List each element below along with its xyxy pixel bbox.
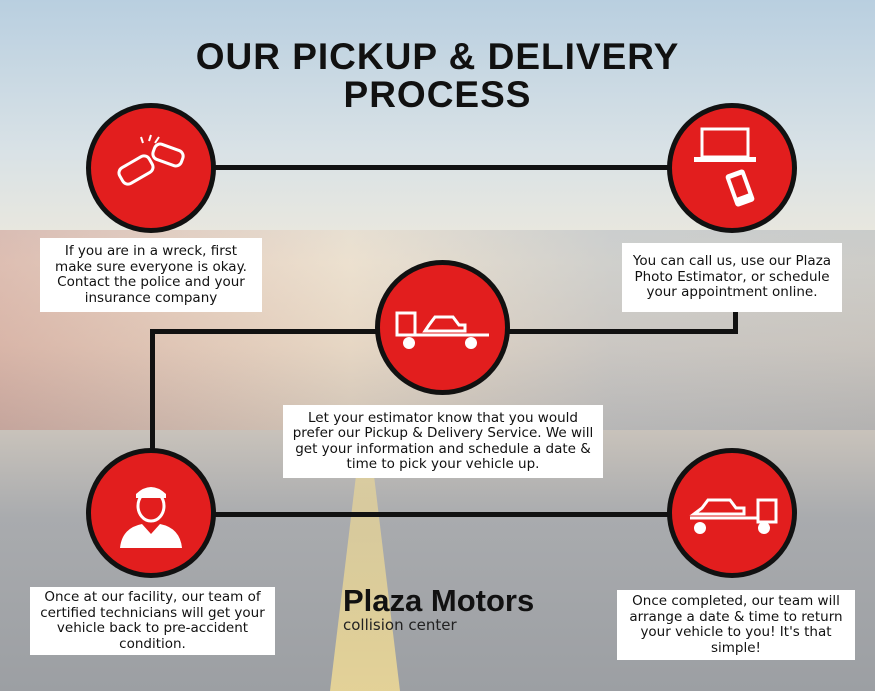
- connector-4-5: [200, 512, 680, 517]
- connector-2-3-horizontal: [500, 329, 738, 334]
- connector-3-4-vertical: [150, 329, 155, 454]
- plaza-motors-logo: Plaza Motors collision center: [343, 583, 535, 634]
- step-1-circle: [86, 103, 216, 233]
- connector-2-3-vertical: [733, 310, 738, 334]
- laptop-phone-icon: [694, 127, 756, 207]
- title-line-1: OUR PICKUP & DELIVERY: [195, 36, 680, 77]
- car-crash-icon: [117, 134, 185, 186]
- title-line-2: PROCESS: [343, 74, 532, 115]
- step-5-text: Once completed, our team will arrange a …: [617, 590, 855, 660]
- tow-truck-icon: [395, 311, 489, 349]
- connector-1-2: [200, 165, 680, 170]
- step-1-text: If you are in a wreck, first make sure e…: [40, 238, 262, 312]
- step-3-text: Let your estimator know that you would p…: [283, 405, 603, 478]
- step-3-circle: [375, 260, 510, 395]
- step-5-circle: [667, 448, 797, 578]
- connector-3-4-horizontal: [150, 329, 390, 334]
- step-2-circle: [667, 103, 797, 233]
- step-4-text: Once at our facility, our team of certif…: [30, 587, 275, 655]
- logo-tagline: collision center: [343, 616, 457, 634]
- page-title: OUR PICKUP & DELIVERY PROCESS: [0, 38, 875, 114]
- technician-icon: [120, 486, 182, 548]
- step-4-circle: [86, 448, 216, 578]
- step-2-text: You can call us, use our Plaza Photo Est…: [622, 243, 842, 312]
- tow-truck-return-icon: [689, 498, 778, 534]
- logo-brand: Plaza Motors: [343, 583, 535, 618]
